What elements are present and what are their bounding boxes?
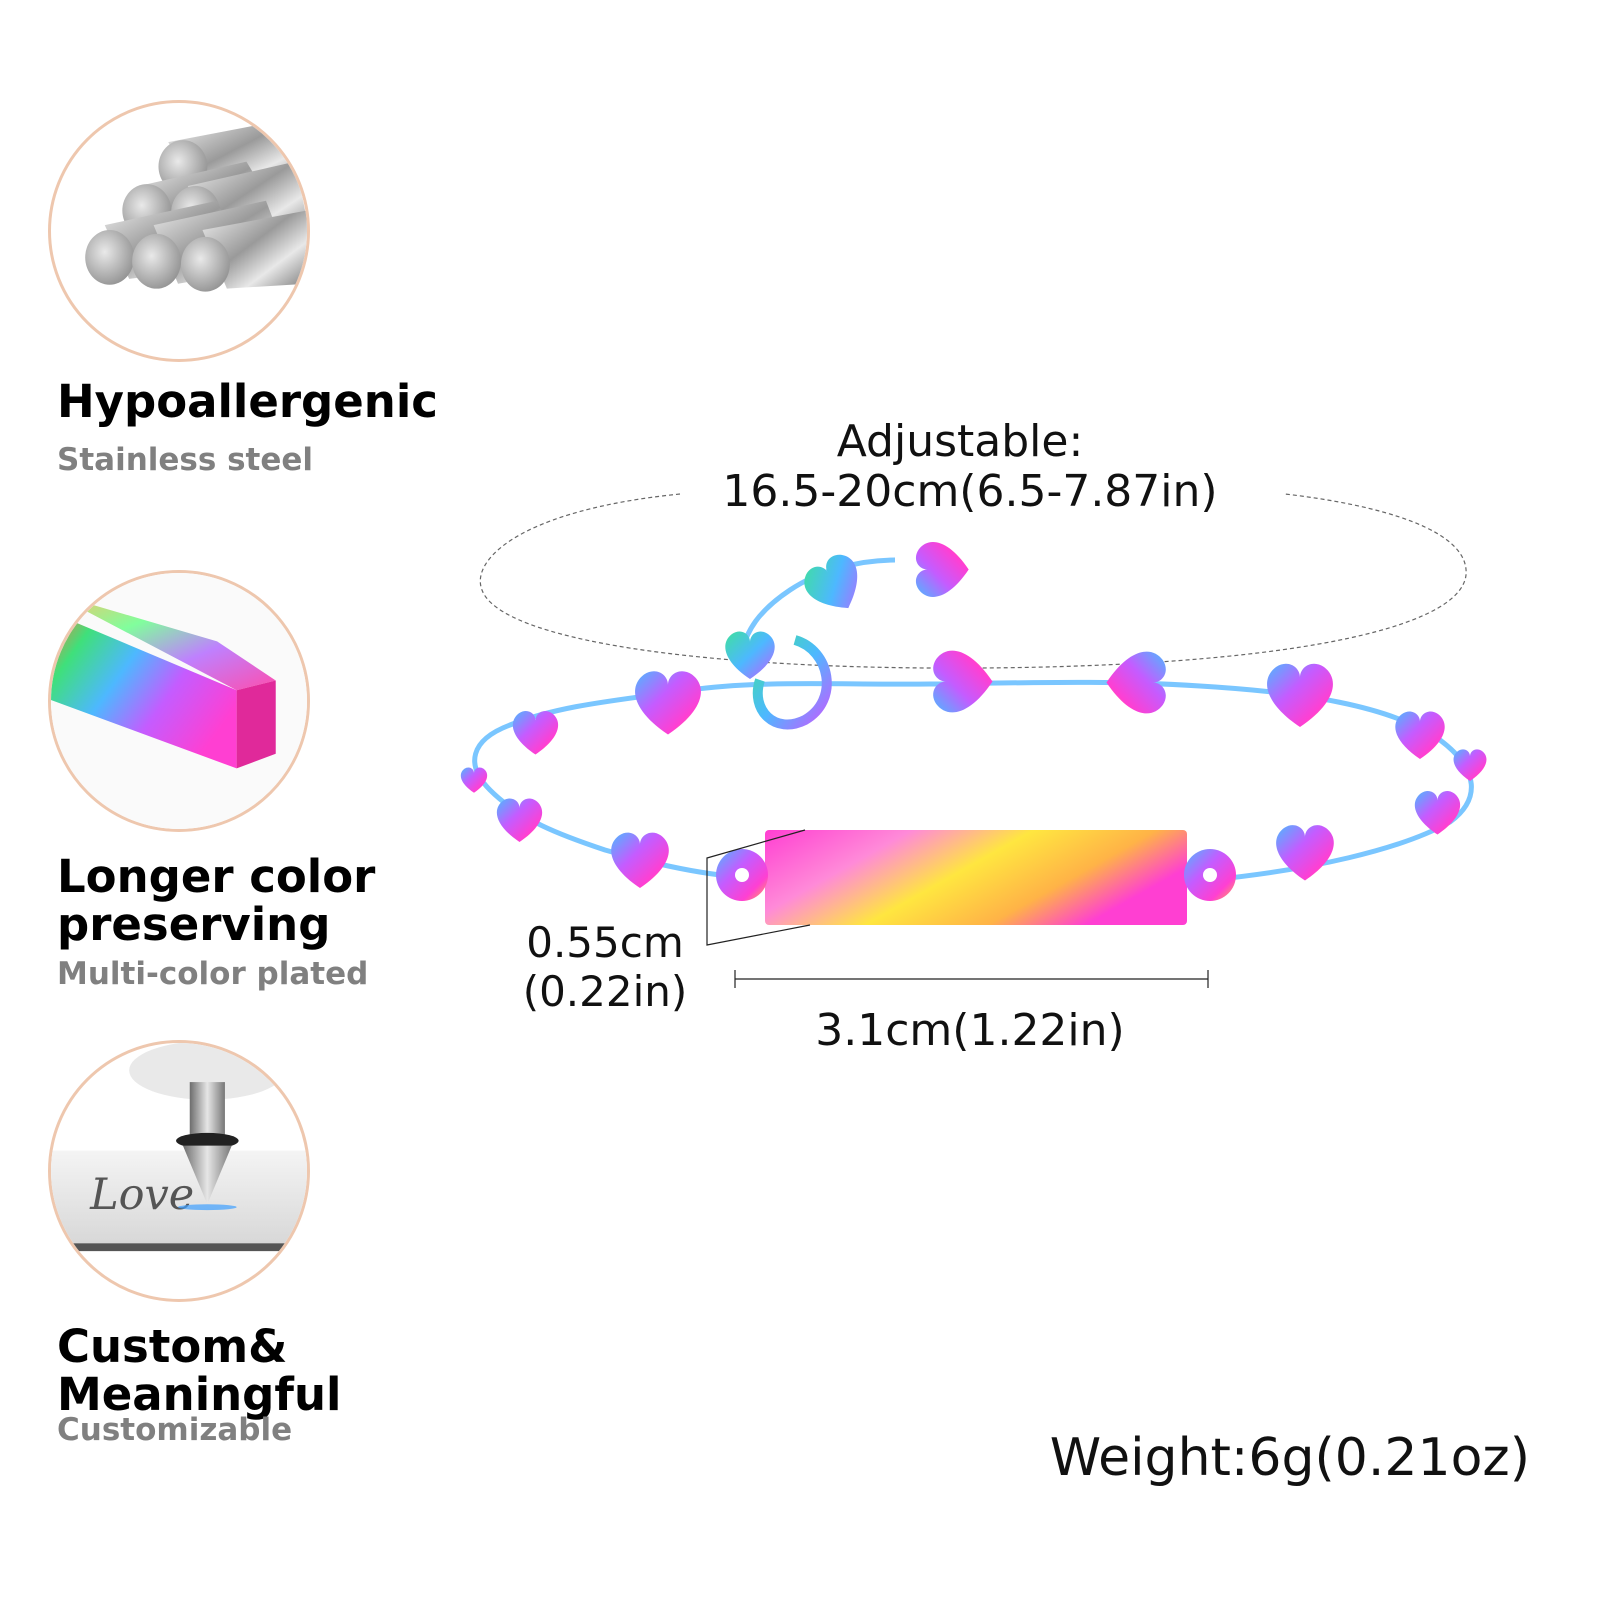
height-cm-label: 0.55cm	[526, 918, 684, 967]
height-in-label: (0.22in)	[522, 967, 688, 1016]
feature-subtitle-customizable: Customizable	[57, 1412, 293, 1448]
engraving-tool-icon: Love	[48, 1040, 310, 1302]
width-label: 3.1cm(1.22in)	[815, 1005, 1125, 1056]
weight-label: Weight:6g(0.21oz)	[1049, 1428, 1530, 1488]
feature-title-color-preserving: Longer color preserving	[57, 850, 376, 951]
adjustable-value: 16.5-20cm(6.5-7.87in)	[722, 466, 1218, 517]
adjustable-label: Adjustable:	[836, 416, 1084, 467]
feature-subtitle-multi-color: Multi-color plated	[57, 956, 369, 992]
steel-rods-icon	[48, 100, 310, 362]
feature-title-hypoallergenic: Hypoallergenic	[57, 375, 438, 428]
engraved-text: Love	[89, 1170, 194, 1220]
rainbow-bar-icon	[48, 570, 310, 832]
feature-subtitle-stainless-steel: Stainless steel	[57, 442, 314, 478]
bracelet-illustration	[460, 493, 1487, 988]
feature-title-custom-meaningful: Custom& Meaningful	[57, 1320, 342, 1421]
